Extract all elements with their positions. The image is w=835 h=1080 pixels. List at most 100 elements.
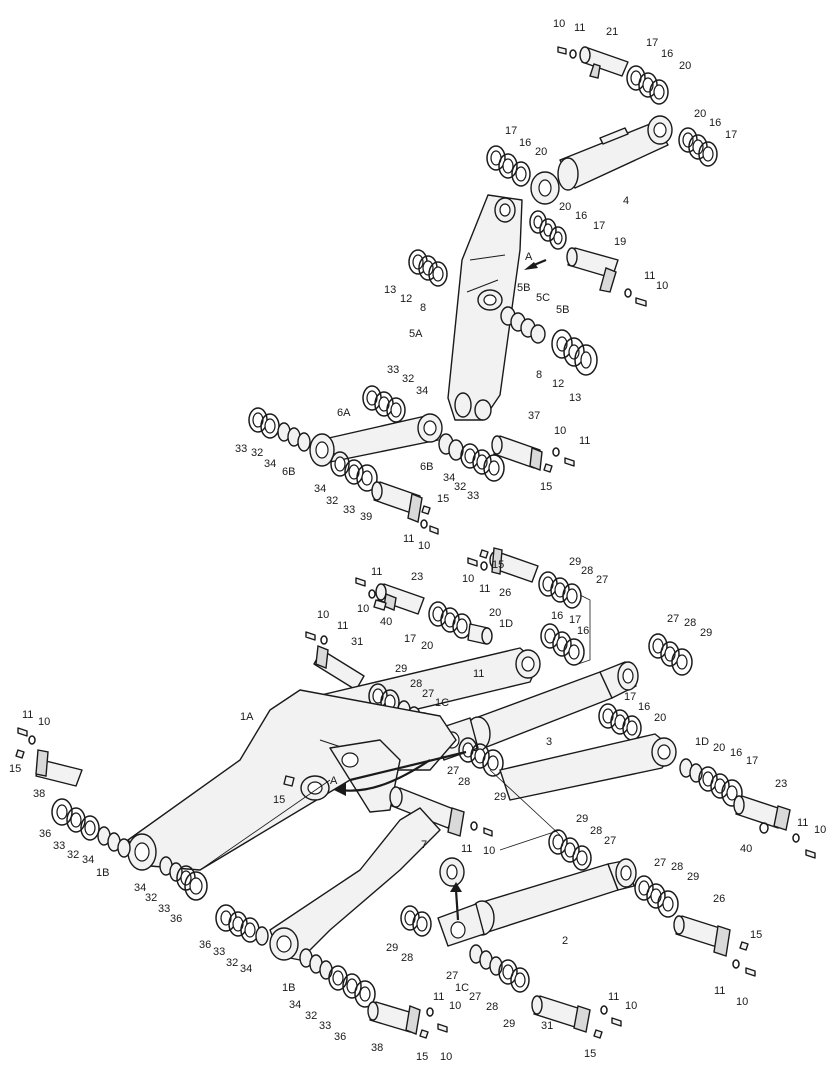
- washer-11-pin19: [624, 288, 632, 298]
- callout-label: 17: [746, 755, 758, 767]
- part-40-top: [373, 599, 387, 611]
- callout-label: 11: [461, 843, 472, 855]
- callout-label: 34: [240, 963, 252, 975]
- callout-label: 16: [730, 747, 742, 759]
- connector-line-2: [489, 769, 561, 836]
- washer-11-pin31: [320, 635, 328, 645]
- grease-15-pin38-lower: [419, 1029, 429, 1039]
- callout-label: 1C: [435, 697, 449, 709]
- callout-label: 1A: [240, 711, 254, 723]
- washer-stack-20-16-17-mid: [540, 623, 585, 666]
- callout-label: 23: [411, 571, 423, 583]
- callout-label: 11: [644, 270, 655, 282]
- callout-label: 28: [671, 861, 683, 873]
- callout-label: 5B: [556, 304, 569, 316]
- callout-label: 27: [667, 613, 679, 625]
- washer-stack-arm-top: [529, 210, 567, 250]
- callout-label: 16: [577, 625, 589, 637]
- view-arrow-a-upper: [524, 258, 547, 270]
- grease-15-pin31-lower: [593, 1029, 603, 1039]
- washer-11-lower-right: [732, 959, 740, 969]
- callout-label: 28: [410, 678, 422, 690]
- callout-label: 32: [67, 849, 79, 861]
- callout-label: 17: [404, 633, 416, 645]
- washer-stack-36-lower-left: [159, 856, 208, 901]
- callout-label: 5A: [409, 328, 423, 340]
- callout-label: 1D: [499, 618, 513, 630]
- washer-stack-1b-lower: [299, 948, 376, 1008]
- bolt-10-pin7: [483, 827, 493, 837]
- callout-label: 29: [569, 556, 581, 568]
- callout-label: 20: [654, 712, 666, 724]
- callout-label: 10: [440, 1051, 452, 1063]
- callout-label: 11: [608, 991, 619, 1003]
- callout-label: 27: [654, 857, 666, 869]
- callout-label: 10: [449, 1000, 461, 1012]
- pin-38-left: [35, 749, 83, 787]
- callout-label: 15: [437, 493, 449, 505]
- washer-10-left: [28, 735, 36, 745]
- cylinder-2: [437, 858, 637, 947]
- pin-21: [579, 46, 629, 79]
- callout-label: 39: [360, 511, 372, 523]
- callout-label: 6B: [282, 466, 295, 478]
- bolt-10-pin26: [467, 557, 478, 567]
- callout-label: 33: [53, 840, 65, 852]
- callout-label: 26: [499, 587, 511, 599]
- callout-label: 20: [713, 742, 725, 754]
- callout-label: 6B: [420, 461, 433, 473]
- callout-label: 36: [334, 1031, 346, 1043]
- callout-label: 20: [559, 201, 571, 213]
- pin-23-right: [733, 795, 791, 831]
- callout-label: 29: [395, 663, 407, 675]
- callout-label: 17: [646, 37, 658, 49]
- callout-label: 28: [458, 776, 470, 788]
- pin-31-top: [313, 645, 365, 691]
- callout-label: 29: [494, 791, 506, 803]
- callout-label: 20: [535, 146, 547, 158]
- callout-label: 28: [401, 952, 413, 964]
- connector-line-1: [577, 594, 591, 665]
- washer-stack-23-top: [428, 601, 493, 645]
- washer-stack-6a-bottom: [330, 451, 378, 492]
- callout-label: 6A: [337, 407, 351, 419]
- pin-39: [371, 481, 423, 523]
- callout-label: 1C: [455, 982, 469, 994]
- callout-label: 27: [446, 970, 458, 982]
- grease-15-left: [15, 749, 25, 759]
- callout-label: 26: [713, 893, 725, 905]
- washer-11-pin38-lower: [426, 1007, 434, 1017]
- callout-label: 27: [596, 574, 608, 586]
- callout-label: 32: [402, 373, 414, 385]
- washer-11-right: [792, 833, 800, 843]
- callout-label: 10: [625, 1000, 637, 1012]
- washer-stack-1d-right: [679, 758, 743, 807]
- callout-label: 4: [623, 195, 629, 207]
- callout-label: 33: [213, 946, 225, 958]
- washer-11-pin39: [420, 519, 428, 529]
- callout-label: 15: [750, 929, 762, 941]
- callout-label: 15: [584, 1048, 596, 1060]
- callout-label: 33: [343, 504, 355, 516]
- callout-label: 34: [314, 483, 326, 495]
- bolt-10-pin31-lower: [611, 1017, 622, 1027]
- callout-label: 32: [145, 892, 157, 904]
- view-arrow-lower: [450, 882, 462, 921]
- callout-label: 33: [158, 903, 170, 915]
- callout-label: 33: [387, 364, 399, 376]
- callout-label: 17: [725, 129, 737, 141]
- callout-label: 16: [575, 210, 587, 222]
- callout-label: 31: [351, 636, 363, 648]
- callout-label: 11: [797, 817, 808, 829]
- callout-label: 29: [700, 627, 712, 639]
- washer-stack-27-28-29-right-c2: [634, 875, 679, 918]
- callout-label: 36: [170, 913, 182, 925]
- callout-label: 12: [400, 293, 412, 305]
- callout-label: 1D: [695, 736, 709, 748]
- bolt-10-right: [805, 849, 816, 859]
- washer-stack-top: [626, 65, 669, 105]
- callout-label: 17: [593, 220, 605, 232]
- callout-label: 7: [421, 839, 427, 851]
- bolt-11-left: [17, 727, 28, 737]
- callout-label: 11: [579, 435, 590, 447]
